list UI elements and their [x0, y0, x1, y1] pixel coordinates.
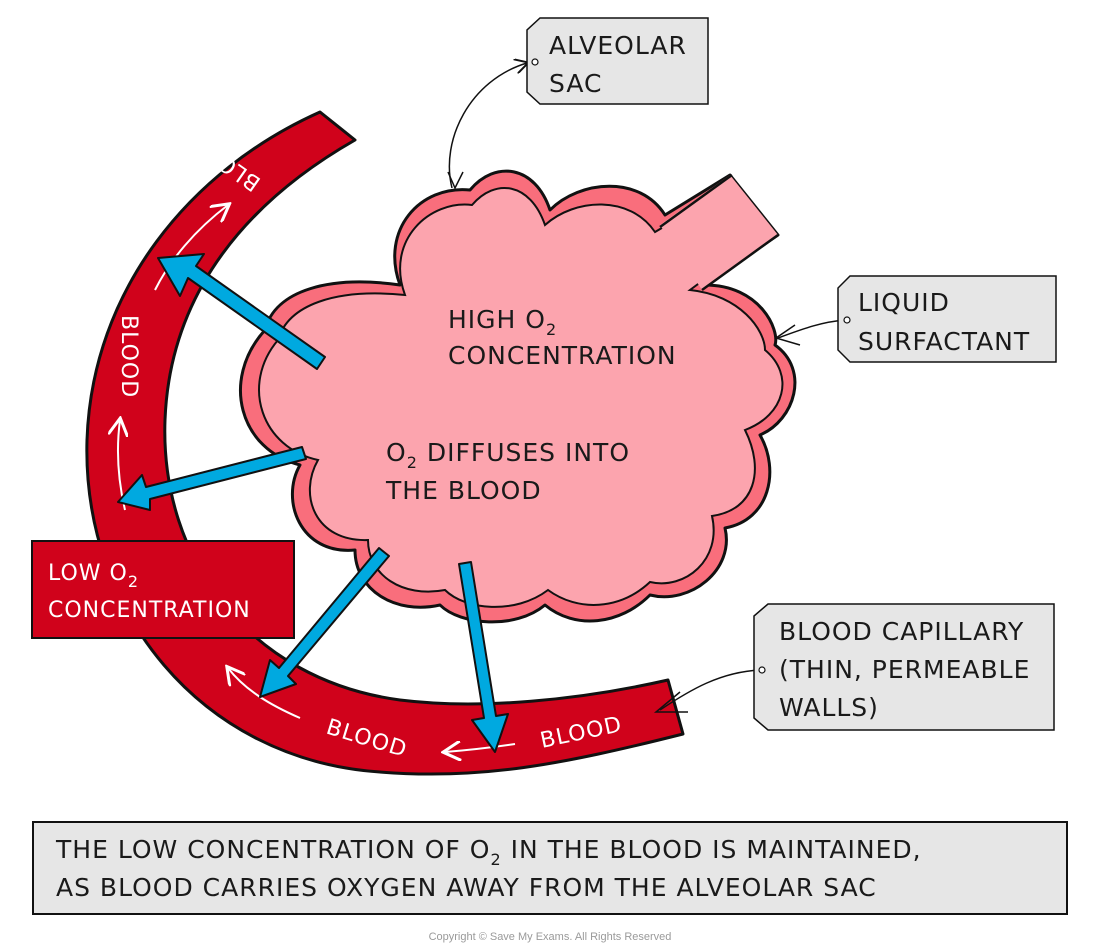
- copyright-text: Copyright © Save My Exams. All Rights Re…: [429, 931, 672, 943]
- blood-capillary-tag: BLOOD CAPILLARY (THIN, PERMEABLE WALLS): [653, 603, 1055, 731]
- diffusion-arrow-icon: [259, 547, 390, 698]
- flow-arrow-icon: [228, 668, 301, 719]
- alveolar-sac-label-line2: SAC: [549, 69, 602, 98]
- svg-text:LOW O2: LOW O2: [48, 561, 139, 591]
- liquid-surfactant-label: LIQUID: [858, 288, 950, 317]
- low-o2-label: LOW O: [48, 561, 128, 586]
- diffusion-arrow-icon: [157, 253, 326, 370]
- vessel-label: BLOOD: [116, 315, 141, 398]
- caption-line1: THE LOW CONCENTRATION OF O: [55, 835, 490, 864]
- low-o2-box: LOW O2 CONCENTRATION: [31, 540, 295, 639]
- blood-capillary-label-line2: (THIN, PERMEABLE: [779, 655, 1030, 684]
- caption-box: THE LOW CONCENTRATION OF O2 IN THE BLOOD…: [32, 821, 1068, 915]
- caption-line2: AS BLOOD CARRIES OXYGEN AWAY FROM THE AL…: [56, 873, 877, 902]
- svg-text:HIGH O2: HIGH O2: [448, 305, 557, 339]
- diffuses-label: O: [386, 438, 407, 467]
- high-o2-label: HIGH O: [448, 305, 546, 334]
- blood-capillary-label-line3: WALLS): [779, 693, 879, 722]
- flow-arrow-icon: [445, 744, 516, 752]
- liquid-surfactant-label-line2: SURFACTANT: [858, 327, 1030, 356]
- alveolar-sac-label: ALVEOLAR: [549, 31, 687, 60]
- alveolar-sac-tag: ALVEOLAR SAC: [447, 17, 709, 190]
- high-o2-label-line2: CONCENTRATION: [448, 341, 677, 370]
- diffusion-arrow-icon: [458, 561, 509, 753]
- blood-capillary-label: BLOOD CAPILLARY: [779, 617, 1024, 646]
- blood-capillary: BLOOD BLOOD BLOOD BLOOD: [85, 110, 685, 776]
- svg-text:THE LOW CONCENTRATION OF O: THE LOW CONCENTRATION OF O2 IN THE BLOOD…: [55, 835, 922, 869]
- diffusion-arrow-icon: [117, 446, 307, 511]
- alveolar-sac: [239, 169, 797, 624]
- flow-arrow-icon: [154, 205, 228, 291]
- low-o2-label-line2: CONCENTRATION: [48, 598, 251, 623]
- liquid-surfactant-tag: LIQUID SURFACTANT: [774, 275, 1057, 363]
- diffusion-arrows: [117, 253, 509, 753]
- diffuses-label-line2: THE BLOOD: [385, 476, 542, 505]
- svg-text:O2 DIFFUSES INTO: O2 DIFFUSES INTO: [386, 438, 630, 472]
